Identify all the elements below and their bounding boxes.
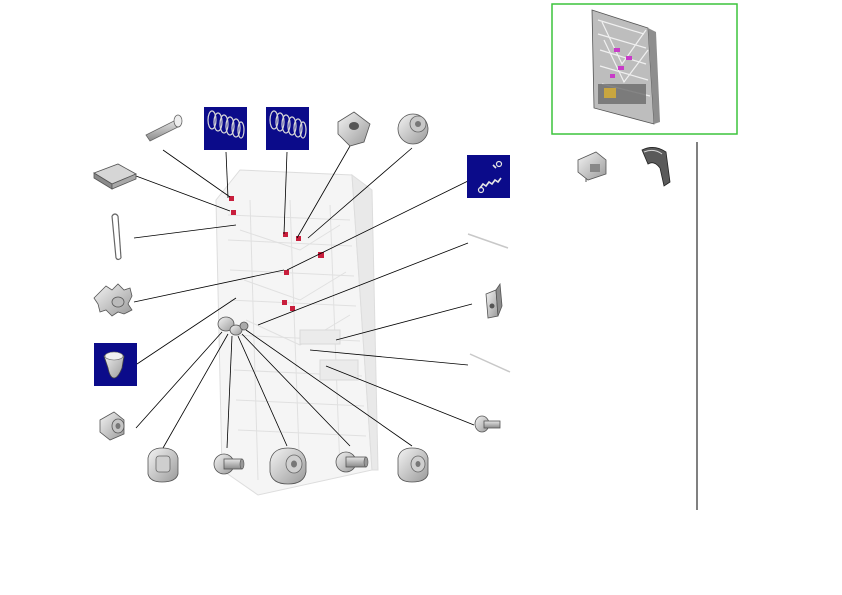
latch-icon [577, 151, 607, 182]
bushing-icon [147, 447, 179, 483]
pin-icon [145, 114, 183, 142]
main-assembly [215, 169, 379, 496]
shoulder-screw-icon [335, 451, 369, 473]
gear-icon [93, 283, 133, 317]
wire-clip-icon [111, 213, 122, 261]
compression-spring-icon [266, 107, 309, 150]
locator-thumbnail [551, 3, 738, 135]
block-nut-icon [337, 111, 371, 147]
shoulder-screw-icon [213, 453, 245, 475]
assembly-bushing-cluster [217, 316, 249, 336]
pulley-icon [269, 447, 307, 485]
rod-icon [467, 233, 509, 249]
leader-lines [133, 145, 475, 449]
rod-icon [469, 353, 511, 373]
roller-icon [397, 113, 429, 145]
bushing-icon [99, 411, 125, 441]
bushing-icon [397, 447, 429, 483]
tension-spring-icon [467, 155, 510, 198]
pad-icon [93, 163, 137, 190]
compression-spring-icon [204, 107, 247, 150]
screw-icon [474, 415, 501, 433]
bracket-icon [485, 282, 503, 319]
knob-icon [94, 343, 137, 386]
hook-plate-icon [641, 147, 671, 187]
assembly-highlight-marks [229, 196, 324, 311]
